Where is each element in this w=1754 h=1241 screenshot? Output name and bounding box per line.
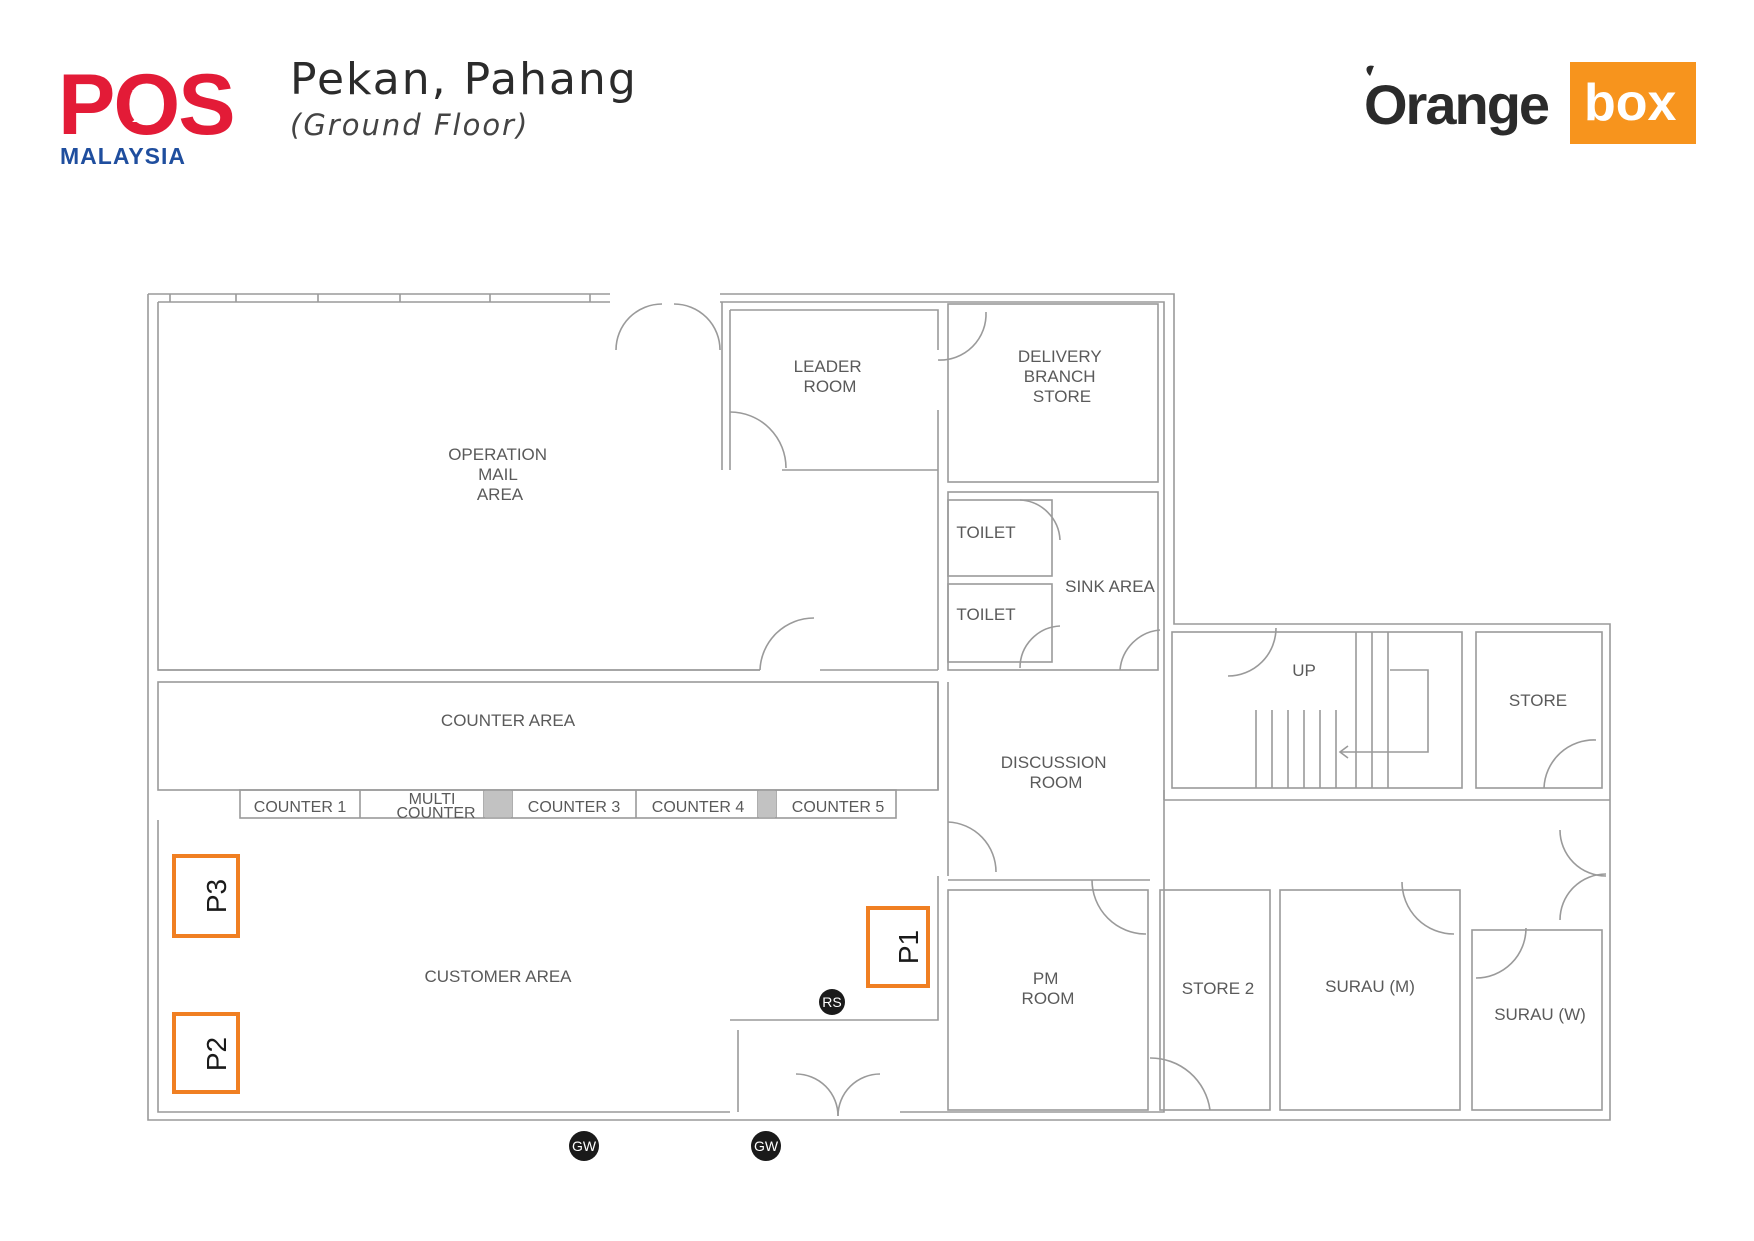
page-title: Pekan, Pahang: [290, 54, 638, 105]
room-label-leader-room: LEADER ROOM: [794, 357, 867, 396]
room-label-toilet-1: TOILET: [956, 523, 1015, 542]
room-label-surau-w: SURAU (W): [1494, 1005, 1586, 1024]
room-label-store-2: STORE 2: [1182, 979, 1254, 998]
placement-markers: [172, 854, 930, 1094]
orange-leaf-icon: [1366, 65, 1374, 76]
gw-marker-2: GW: [751, 1131, 781, 1161]
room-label-discussion-room: DISCUSSION ROOM: [1001, 753, 1112, 792]
counter-block: [758, 791, 776, 817]
rs-marker-label: RS: [822, 994, 841, 1010]
counter-label-4: COUNTER 4: [652, 799, 745, 816]
orangebox-word-box: box: [1584, 74, 1677, 132]
room-label-operation-mail-area: OPERATION MAIL AREA: [448, 445, 552, 504]
gw-marker-1-label: GW: [572, 1138, 597, 1154]
room-label-up: UP: [1292, 661, 1316, 680]
placement-p2-box: [172, 1012, 240, 1094]
room-label-toilet-2: TOILET: [956, 605, 1015, 624]
placement-p2-label: P2: [201, 1037, 232, 1071]
room-label-sink-area: SINK AREA: [1065, 577, 1155, 596]
page-subtitle: (Ground Floor): [290, 108, 530, 142]
room-label-counter-area: COUNTER AREA: [441, 711, 576, 730]
placement-p1-label: P1: [893, 930, 924, 964]
room-label-customer-area: CUSTOMER AREA: [424, 967, 572, 986]
gw-marker-2-label: GW: [754, 1138, 779, 1154]
counter-label-multi-line1: MULTI: [409, 791, 456, 808]
walls: [147, 293, 1611, 1121]
counter-label-multi-line2: COUNTER: [396, 805, 475, 822]
counter-label-3: COUNTER 3: [528, 799, 621, 816]
orangebox-box-background: [1570, 62, 1696, 144]
room-label-store: STORE: [1509, 691, 1567, 710]
pos-tagline: MALAYSIA: [60, 143, 186, 168]
pos-malaysia-logo: POS MALAYSIA: [58, 57, 236, 168]
gw-marker-1: GW: [569, 1131, 599, 1161]
pos-chevron-icon: [132, 90, 158, 122]
placement-p3-label: P3: [201, 879, 232, 913]
counter-label-1: COUNTER 1: [254, 799, 347, 816]
room-label-surau-m: SURAU (M): [1325, 977, 1415, 996]
orangebox-logo: Orange box: [1364, 62, 1696, 144]
pos-wordmark: POS: [58, 57, 234, 153]
placement-p1-box: [866, 906, 930, 988]
placement-p3-box: [172, 854, 240, 938]
rs-marker: RS: [819, 989, 845, 1015]
counter-label-5: COUNTER 5: [792, 799, 885, 816]
staircase: [1255, 632, 1429, 788]
room-label-pm-room: PM ROOM: [1022, 969, 1075, 1008]
room-label-delivery-branch-store: DELIVERY BRANCH STORE: [1018, 347, 1106, 406]
counter-block: [484, 791, 512, 817]
orangebox-word-orange: Orange: [1364, 73, 1549, 136]
